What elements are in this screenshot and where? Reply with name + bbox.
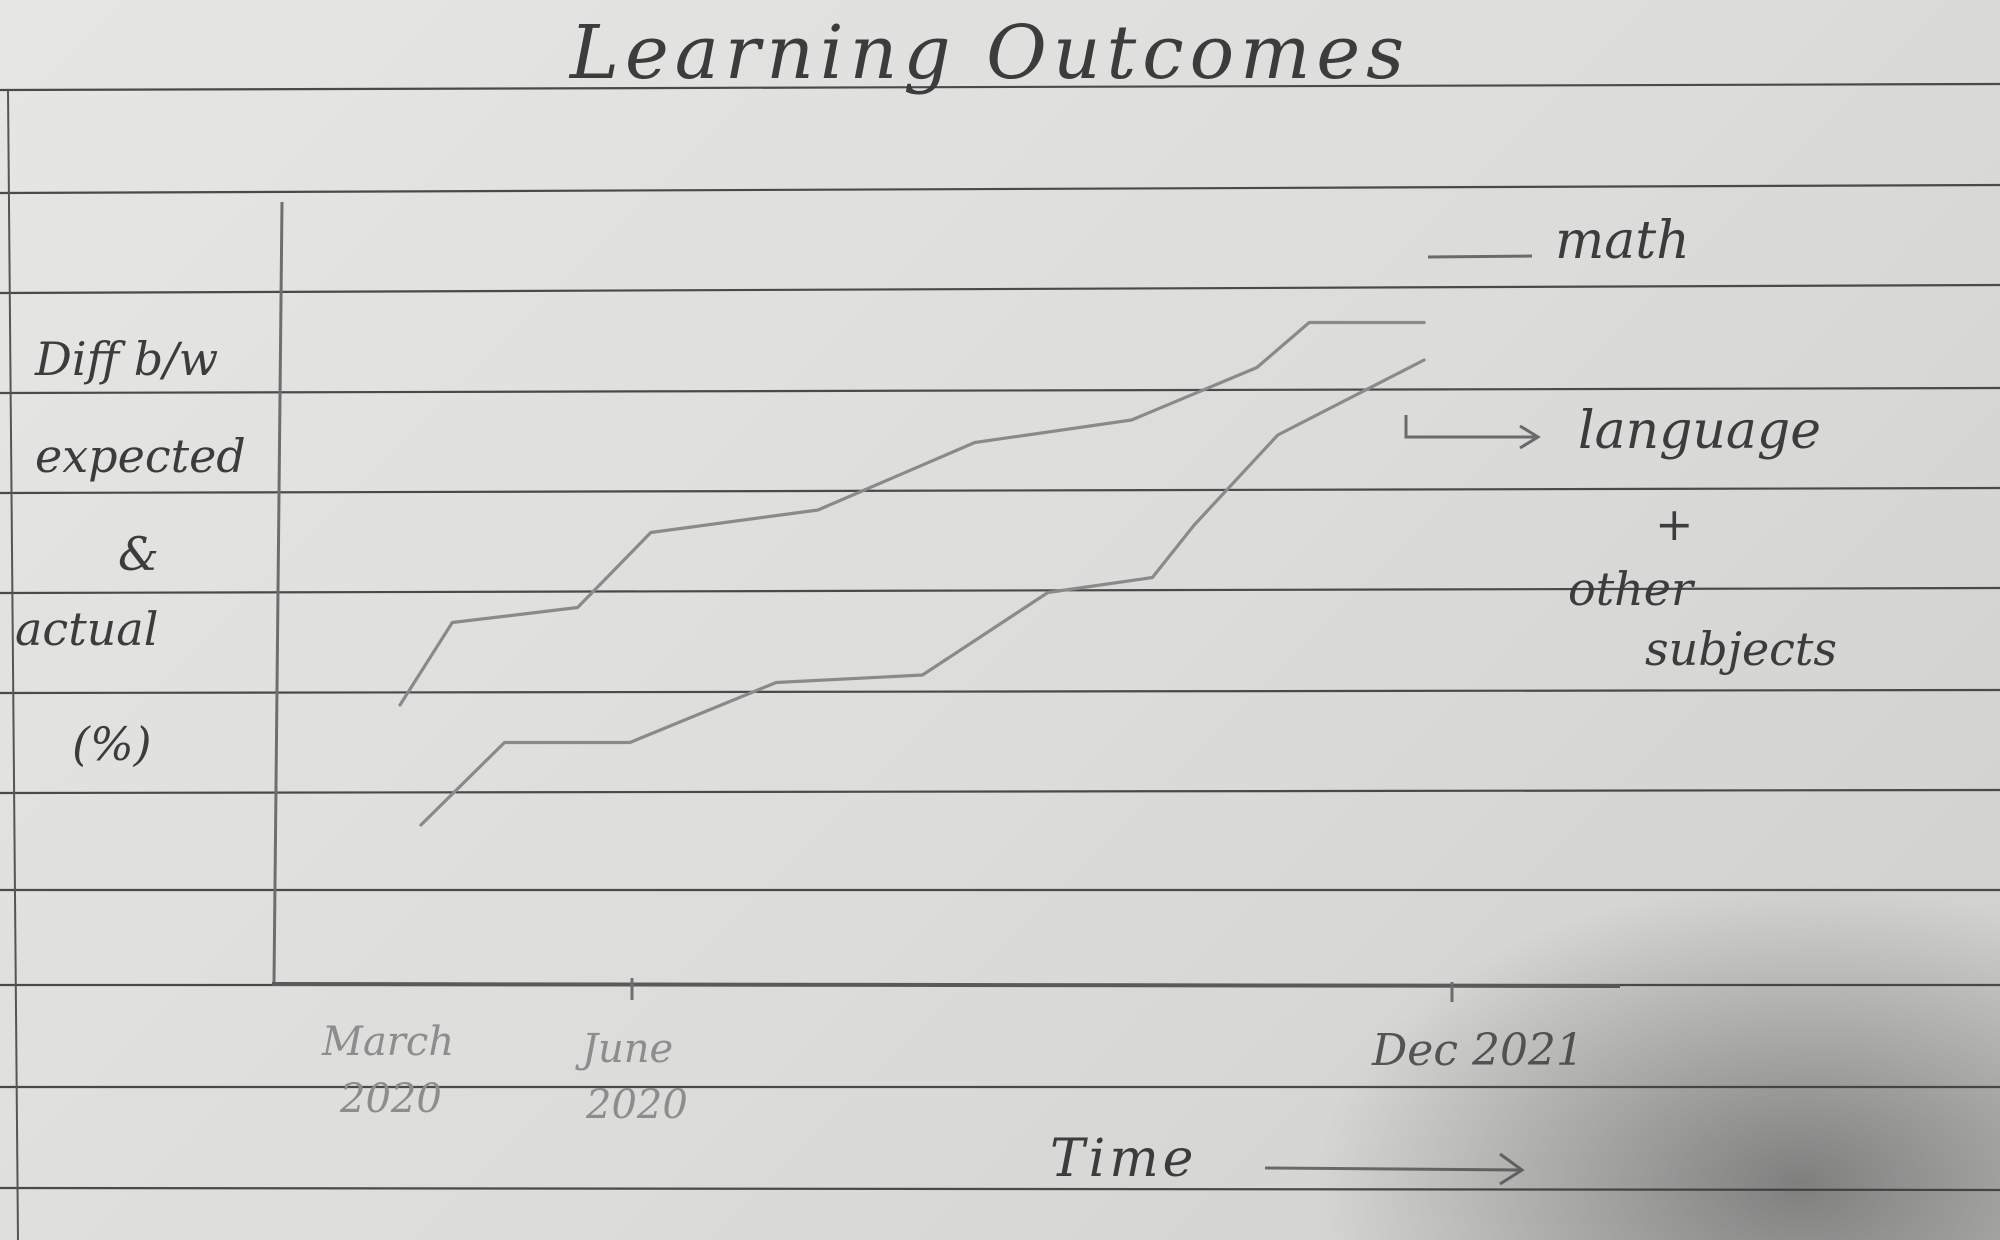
legend-label-language-line-3: other [1568, 562, 1696, 616]
y-axis [272, 201, 284, 983]
chart-title: Learning Outcomes [568, 10, 1410, 96]
y-axis-label: Diff b/w expected & actual (%) [15, 332, 246, 771]
legend-arrow-language [1404, 415, 1541, 450]
x-tick-label-june-year: 2020 [585, 1082, 688, 1128]
y-axis-label-line-1: Diff b/w [34, 332, 218, 386]
x-tick-label-march: March [321, 1019, 454, 1065]
y-axis-label-line-5: (%) [72, 717, 152, 771]
x-axis-label: Time [1050, 1129, 1197, 1189]
x-tick-labels: March 2020 June 2020 Dec 2021 [321, 1019, 1584, 1128]
y-axis-label-line-3: & [118, 527, 159, 581]
y-axis-label-line-2: expected [35, 429, 246, 483]
legend-label-language-line-2: + [1655, 497, 1694, 551]
legend: math language + other subjects [1404, 211, 1837, 676]
legend-label-math: math [1555, 211, 1690, 271]
legend-swatch-math [1427, 254, 1533, 259]
x-tick-label-dec: Dec 2021 [1371, 1025, 1584, 1076]
y-axis-label-line-4: actual [15, 602, 158, 656]
series-line-math [398, 320, 1426, 707]
legend-label-language-line-4: subjects [1645, 622, 1837, 676]
x-axis-arrow [1264, 1152, 1525, 1186]
x-axis [271, 982, 1621, 988]
series-line-language [419, 358, 1426, 827]
legend-label-language-line-1: language [1578, 401, 1821, 461]
x-tick-label-june: June [575, 1026, 673, 1072]
x-tick-label-march-year: 2020 [339, 1076, 442, 1122]
